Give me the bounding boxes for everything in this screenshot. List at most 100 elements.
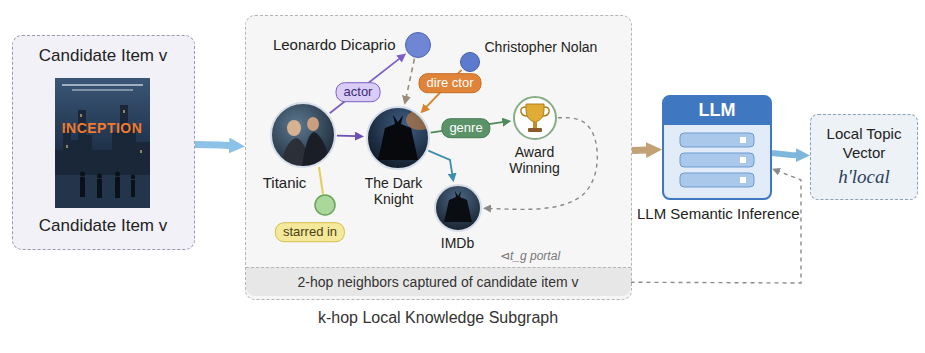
output-symbol: h'local xyxy=(817,166,911,189)
trophy-icon xyxy=(514,97,556,139)
label-slot: starred in xyxy=(275,222,345,242)
text-slot: The Dark Knight xyxy=(363,175,425,207)
panel-caption: k-hop Local Knowledge Subgraph xyxy=(246,308,630,327)
text-slot: Candidate Item v xyxy=(13,46,193,66)
movie-poster xyxy=(80,172,85,177)
trophy-icon xyxy=(533,122,537,128)
movie-circle: Titanic xyxy=(270,102,336,168)
movie-poster: INCEPTION xyxy=(55,78,150,208)
dark-knight-still xyxy=(378,115,418,160)
movie-poster xyxy=(55,78,150,208)
panel-heading: Candidate Item v xyxy=(13,46,193,66)
trophy-icon xyxy=(526,104,544,122)
neighbor-band: 2-hop neighbors captured of candidate it… xyxy=(246,267,631,297)
connector xyxy=(772,153,799,155)
output-box: Local Topic Vector h'local xyxy=(810,114,918,200)
llm-box: LLMLLM Semantic Inference xyxy=(662,95,772,200)
text-slot: Award Winning xyxy=(495,144,575,176)
connector xyxy=(631,171,802,283)
connector xyxy=(406,59,414,98)
entity-label: Award Winning xyxy=(495,144,575,176)
llm-stack xyxy=(680,133,754,147)
dark-knight-still xyxy=(367,107,434,169)
trophy-icon xyxy=(521,107,527,116)
entity-label: Leonardo Dicaprio xyxy=(256,36,396,54)
entity-circle: Christopher Nolan xyxy=(460,52,480,72)
label-slot: genre xyxy=(441,118,490,138)
trophy-icon xyxy=(514,97,556,139)
text-slot: h'local xyxy=(817,166,911,189)
text-slot: 2-hop neighbors captured of candidate it… xyxy=(250,274,627,291)
connector xyxy=(337,135,357,137)
entity-label: The Dark Knight xyxy=(363,175,425,207)
movie-poster xyxy=(115,177,120,198)
edge-label: actor xyxy=(336,82,381,102)
subgraph-panel: Leonardo DicaprioChristopher NolanTitani… xyxy=(245,15,632,300)
movie-poster xyxy=(131,180,135,197)
text-slot: Christopher Nolan xyxy=(485,39,615,56)
movie-circle: The Dark Knight xyxy=(366,106,430,170)
titanic-still xyxy=(307,117,319,131)
entity-label: IMDb xyxy=(433,235,483,252)
label-slot: actor xyxy=(336,82,381,102)
relation-tag: starred in xyxy=(275,222,345,242)
text-slot: Candidate Item v xyxy=(13,216,193,236)
poster-title: INCEPTION xyxy=(55,120,150,137)
portal-circle: IMDb xyxy=(434,184,482,232)
connector xyxy=(489,118,597,210)
movie-poster xyxy=(55,175,150,208)
movie-poster xyxy=(80,177,85,197)
llm-stack xyxy=(740,137,746,143)
movie-poster xyxy=(131,175,135,179)
llm-stack xyxy=(680,173,754,187)
llm-stack xyxy=(740,157,746,163)
movie-poster xyxy=(123,110,125,113)
panel-heading: Candidate Item v xyxy=(13,216,193,236)
llm-stack xyxy=(662,95,772,200)
movie-poster xyxy=(72,89,133,91)
text-slot: Local Topic Vector xyxy=(817,125,911,163)
award-circle: Award Winning xyxy=(513,96,557,140)
movie-poster xyxy=(66,145,68,148)
movie-poster xyxy=(55,105,150,208)
titanic-still xyxy=(271,103,335,170)
llm-stack xyxy=(680,153,754,167)
llm-stack xyxy=(662,95,772,200)
edge-label: dire ctor xyxy=(419,73,482,93)
starred-in-link xyxy=(319,167,323,194)
connector xyxy=(428,151,452,176)
candidate-panel: INCEPTION Candidate Item v Candidate Item … xyxy=(12,35,195,250)
entity-label: Titanic xyxy=(257,174,313,192)
titanic-still xyxy=(287,120,301,136)
movie-poster xyxy=(97,174,102,179)
connector xyxy=(195,144,232,145)
text-slot: LLM Semantic Inference xyxy=(637,205,797,223)
movie-poster xyxy=(55,78,150,208)
llm-stack xyxy=(740,177,746,183)
movie-poster xyxy=(115,172,120,177)
movie-poster xyxy=(80,114,82,117)
trophy-icon xyxy=(543,107,549,116)
edge-label: genre xyxy=(441,118,490,138)
text-slot: k-hop Local Knowledge Subgraph xyxy=(246,308,630,327)
band-text: 2-hop neighbors captured of candidate it… xyxy=(250,274,627,291)
imdb-still xyxy=(435,185,481,231)
movie-poster xyxy=(97,179,102,198)
subgraph-panel-ground xyxy=(245,15,632,300)
output-title: Local Topic Vector xyxy=(817,125,911,163)
imdb-still xyxy=(435,185,481,231)
dark-knight-still xyxy=(406,110,434,130)
text-slot: IMDb xyxy=(433,235,483,252)
text-slot: INCEPTION xyxy=(55,120,150,137)
text-slot: Titanic xyxy=(257,174,313,192)
movie-poster xyxy=(140,150,142,153)
connector xyxy=(632,146,649,154)
entity-dot xyxy=(315,195,335,215)
connector xyxy=(330,58,401,113)
entity-circle: Leonardo Dicaprio xyxy=(405,32,431,58)
movie-poster xyxy=(62,84,143,86)
imdb-still xyxy=(444,191,472,222)
faint-note: ⊲t_g portal xyxy=(498,249,562,263)
text-slot: Leonardo Dicaprio xyxy=(256,36,396,54)
